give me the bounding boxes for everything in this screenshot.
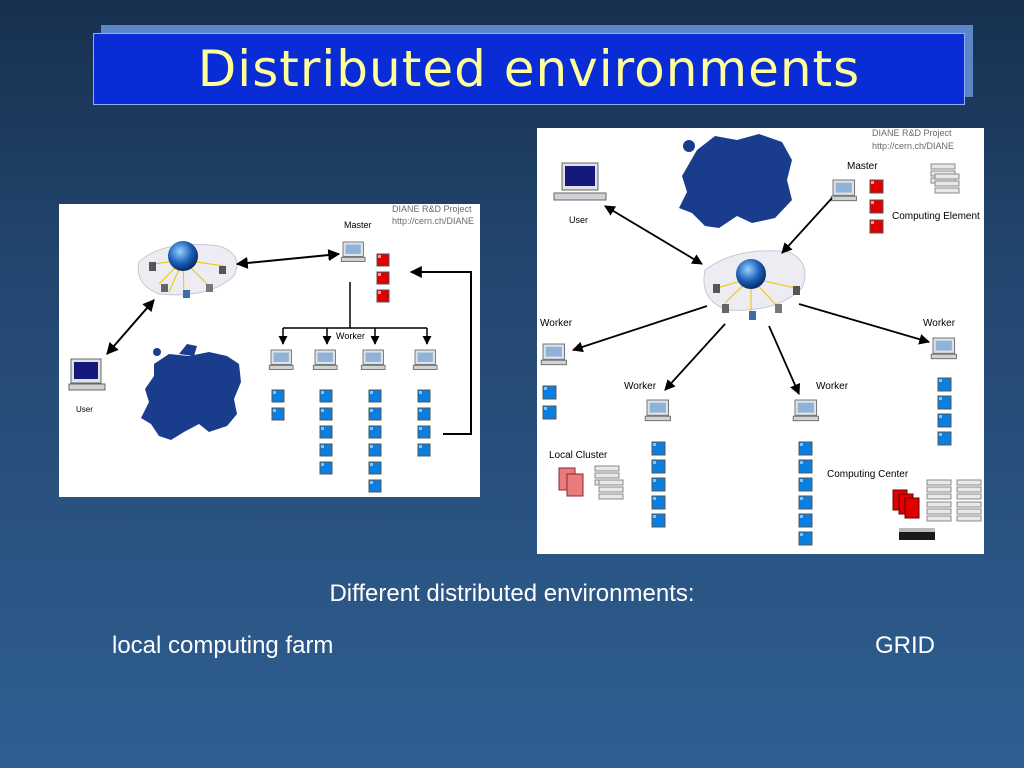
worker-computer-icon xyxy=(644,399,671,422)
master-label: Master xyxy=(344,220,372,230)
user-label: User xyxy=(569,215,588,225)
computing-element-icon xyxy=(930,163,960,194)
network-hub-icon xyxy=(703,250,806,320)
worker-label: Worker xyxy=(923,318,956,329)
worker-queue xyxy=(798,441,813,546)
master-label: Master xyxy=(847,161,878,172)
caption-local-farm: local computing farm xyxy=(112,632,334,659)
worker-queue xyxy=(368,389,382,493)
computing-center-label: Computing Center xyxy=(827,469,909,480)
computing-center-icon xyxy=(892,479,982,540)
worker-computer-icon xyxy=(268,349,294,370)
worker-queue xyxy=(319,389,333,475)
task-queue xyxy=(376,253,390,303)
worker-queue xyxy=(271,389,285,421)
master-computer-icon xyxy=(340,241,366,262)
worker-computer-icon xyxy=(412,349,438,370)
local-farm-diagram: DIANE R&D Project http://cern.ch/DIANE M… xyxy=(59,204,480,497)
local-cluster-label: Local Cluster xyxy=(549,450,608,461)
user-label: User xyxy=(76,405,93,414)
worker-label-bg xyxy=(333,330,367,342)
worker-computer-icon xyxy=(312,349,338,370)
worker-label: Worker xyxy=(624,381,657,392)
hub-master-link xyxy=(235,249,341,269)
project-url-text: http://cern.ch/DIANE xyxy=(392,216,474,226)
europe-map-icon xyxy=(141,344,241,440)
hub-user-link xyxy=(106,299,155,355)
feedback-loop-arrow xyxy=(409,266,472,435)
user-computer-icon xyxy=(553,162,607,201)
worker-queue xyxy=(651,441,666,528)
europe-map-icon xyxy=(679,134,792,228)
slide-title: Distributed environments xyxy=(197,40,861,98)
user-computer-icon xyxy=(68,358,106,391)
worker-distribution-lines xyxy=(278,282,432,345)
grid-diagram: DIANE R&D Project http://cern.ch/DIANE U… xyxy=(537,128,984,554)
project-name-text: DIANE R&D Project xyxy=(872,128,952,138)
title-box: Distributed environments xyxy=(93,33,965,105)
worker-label: Worker xyxy=(540,318,573,329)
project-url-text: http://cern.ch/DIANE xyxy=(872,141,954,151)
worker-queue xyxy=(417,389,431,457)
computing-element-label: Computing Element xyxy=(892,211,980,222)
grid-links xyxy=(571,197,931,395)
master-computer-icon xyxy=(830,179,857,202)
worker-label: Worker xyxy=(816,381,849,392)
caption-grid: GRID xyxy=(875,632,935,659)
worker-queue xyxy=(937,377,952,446)
worker-computer-icon xyxy=(540,343,567,366)
worker-computer-icon xyxy=(930,337,957,360)
caption-heading: Different distributed environments: xyxy=(329,580,695,607)
worker-label: Worker xyxy=(336,331,365,341)
local-cluster-icon xyxy=(558,465,624,500)
project-name-text: DIANE R&D Project xyxy=(392,204,472,214)
worker-computer-icon xyxy=(360,349,386,370)
task-queue xyxy=(869,179,884,234)
worker-queue xyxy=(542,385,557,420)
network-hub-icon xyxy=(137,241,238,298)
worker-computer-icon xyxy=(792,399,819,422)
